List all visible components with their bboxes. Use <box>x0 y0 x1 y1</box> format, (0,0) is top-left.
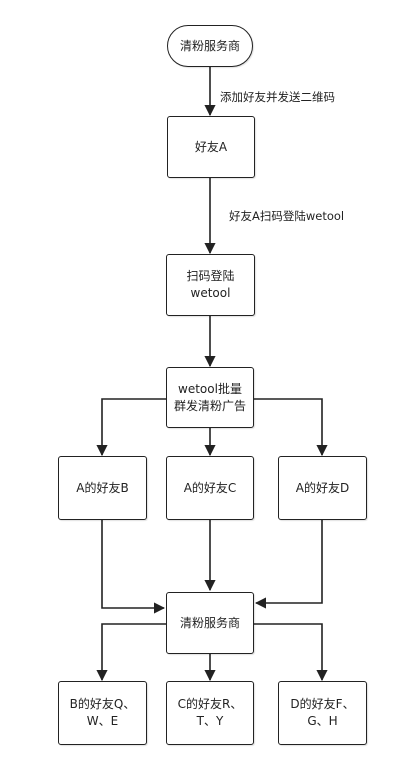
node-friend-d-label: A的好友D <box>295 480 350 495</box>
edge-label-scan-wetool: 好友A扫码登陆wetool <box>229 209 345 223</box>
node-b-friends[interactable]: B的好友Q、 W、E <box>58 681 147 745</box>
node-friend-a[interactable]: 好友A <box>167 116 255 178</box>
node-batch-send[interactable]: wetool批量 群发清粉广告 <box>166 367 254 428</box>
node-start-label: 清粉服务商 <box>179 38 240 53</box>
arrow-batch-to-b <box>96 398 166 457</box>
node-d-friends[interactable]: D的好友F、 G、H <box>278 681 367 745</box>
node-friend-c-label: A的好友C <box>183 480 237 495</box>
arrow-b-to-service <box>101 520 166 614</box>
arrow-service-to-b-friends <box>96 623 166 682</box>
node-friend-b-label: A的好友B <box>76 480 129 495</box>
node-b-friends-label: B的好友Q、 W、E <box>69 697 136 728</box>
node-friend-d[interactable]: A的好友D <box>278 456 367 520</box>
node-d-friends-label: D的好友F、 G、H <box>290 697 355 728</box>
node-batch-send-label: wetool批量 群发清粉广告 <box>173 381 246 413</box>
node-friend-a-label: 好友A <box>194 139 228 154</box>
arrow-d-to-service <box>254 520 323 609</box>
node-scan-login[interactable]: 扫码登陆 wetool <box>166 254 255 316</box>
node-c-friends-label: C的好友R、 T、Y <box>177 697 243 728</box>
node-scan-login-label: 扫码登陆 wetool <box>186 269 235 300</box>
node-friend-b[interactable]: A的好友B <box>58 456 147 520</box>
node-service-provider-label: 清粉服务商 <box>179 615 240 630</box>
node-c-friends[interactable]: C的好友R、 T、Y <box>166 681 254 745</box>
arrow-service-to-d-friends <box>254 623 328 682</box>
edge-label-add-friend: 添加好友并发送二维码 <box>220 90 335 104</box>
node-start-service-provider[interactable]: 清粉服务商 <box>167 25 253 67</box>
arrow-batch-to-d <box>254 398 328 457</box>
node-friend-c[interactable]: A的好友C <box>166 456 254 520</box>
node-service-provider[interactable]: 清粉服务商 <box>166 592 254 654</box>
